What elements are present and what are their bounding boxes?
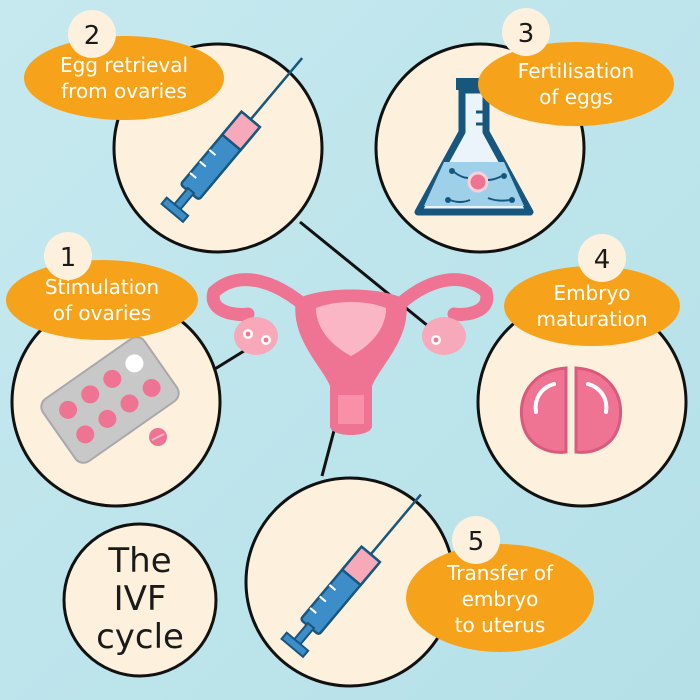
- connector-step-2: [299, 220, 434, 332]
- step-3: Fertilisation of eggs 3: [374, 8, 674, 254]
- title-line-1: The: [107, 541, 171, 581]
- step-4-label-line-2: maturation: [536, 307, 647, 331]
- step-2-number-badge: [68, 10, 116, 58]
- step-1-number: 1: [60, 243, 77, 273]
- step-4-label-line-1: Embryo: [553, 281, 630, 305]
- step-5-label-bubble: [406, 544, 594, 652]
- step-5: Transfer of embryo to uterus 5: [244, 476, 594, 688]
- step-3-label-bubble: [478, 42, 674, 126]
- step-4-label-bubble: [504, 266, 680, 346]
- syringe-icon: [160, 57, 304, 224]
- step-2-label-line-1: Egg retrieval: [60, 53, 188, 77]
- step-5-label-line-3: to uterus: [455, 613, 546, 637]
- syringe-icon: [280, 493, 422, 659]
- title-block: The IVF cycle: [62, 522, 218, 678]
- embryo-icon: [519, 366, 623, 454]
- step-5-number-badge: [452, 516, 500, 564]
- step-4-number-badge: [578, 234, 626, 282]
- step-1-number-badge: [44, 232, 92, 280]
- title-circle: [62, 522, 218, 678]
- step-3-label-line-2: of eggs: [539, 85, 613, 109]
- pill-blister-icon: [40, 336, 180, 464]
- step-1: Stimulation of ovaries 1: [6, 232, 222, 508]
- step-2: Egg retrieval from ovaries 2: [24, 10, 324, 254]
- title-line-3: cycle: [96, 617, 184, 657]
- uterus-icon: [206, 273, 494, 435]
- step-4-number: 4: [594, 245, 611, 275]
- step-3-label-line-1: Fertilisation: [518, 59, 634, 83]
- step-2-label-line-2: from ovaries: [61, 79, 187, 103]
- step-5-number: 5: [468, 527, 485, 557]
- step-4: Embryo maturation 4: [476, 234, 688, 508]
- title-line-2: IVF: [114, 579, 167, 619]
- step-5-label-line-1: Transfer of: [446, 561, 554, 585]
- step-5-label-line-2: embryo: [462, 587, 539, 611]
- step-2-label-bubble: [24, 36, 224, 120]
- step-1-label-line-2: of ovaries: [53, 301, 151, 325]
- flask-icon: [414, 78, 534, 216]
- step-2-number: 2: [84, 21, 101, 51]
- step-1-label-bubble: [6, 260, 198, 340]
- step-3-number-badge: [502, 8, 550, 56]
- step-3-number: 3: [518, 19, 535, 49]
